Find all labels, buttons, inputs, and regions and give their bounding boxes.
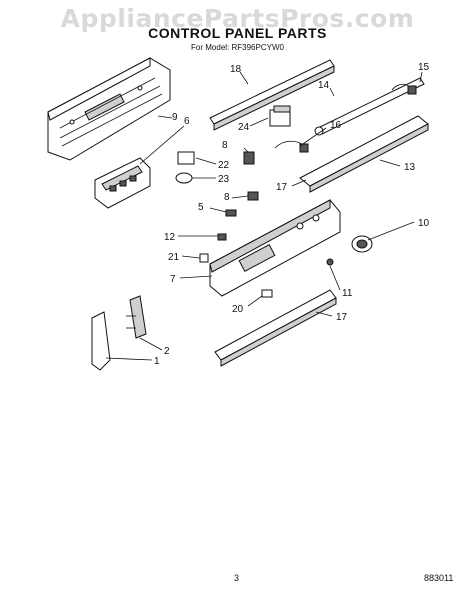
part-1-end-cap[interactable] (91, 311, 111, 371)
callout-17-upper: 15 (418, 62, 430, 73)
part-17-wire-harness-upper[interactable] (391, 83, 417, 95)
part-13-clip[interactable] (217, 233, 227, 241)
model-label: For Model: RF396PCYW0 (191, 43, 284, 52)
part-7-control-panel[interactable] (209, 199, 341, 297)
callout-2: 2 (164, 346, 170, 357)
page-title: CONTROL PANEL PARTS (148, 25, 327, 41)
part-12-screw[interactable] (326, 258, 334, 266)
part-10-knob[interactable] (351, 235, 373, 253)
callout-13: 12 (164, 232, 176, 243)
part-9-connector[interactable] (247, 191, 259, 201)
callout-5: 5 (198, 202, 204, 213)
part-21-socket[interactable] (177, 151, 195, 165)
callout-10: 10 (418, 218, 430, 229)
callout-20: 20 (232, 304, 244, 315)
part-8-switch[interactable] (243, 151, 255, 165)
callout-1: 1 (154, 356, 160, 367)
leader-lines (105, 71, 423, 361)
part-22-bulb[interactable] (175, 172, 193, 184)
callout-labels: 9 6 18 24 14 15 16 8 22 23 8 17 13 10 5 … (154, 62, 430, 367)
callout-15: 17 (336, 312, 348, 323)
callout-22: 23 (218, 174, 230, 185)
part-2-end-bracket[interactable] (126, 295, 147, 339)
callout-19: 18 (230, 64, 242, 75)
part-14-bracket[interactable] (299, 115, 429, 193)
part-6-control-module[interactable] (94, 157, 151, 209)
callout-14: 13 (404, 162, 416, 173)
callout-16: 14 (318, 80, 330, 91)
part-20-retainer[interactable] (261, 289, 273, 298)
callout-17-lower: 16 (330, 120, 342, 131)
part-15-bottom-trim[interactable] (214, 289, 337, 367)
document-number: 883011 (424, 573, 454, 583)
watermark: AppliancePartsPros.com (60, 4, 415, 33)
part-5-clip[interactable] (225, 209, 237, 217)
part-24-transformer[interactable] (269, 105, 291, 127)
part-11-back-panel[interactable] (47, 57, 171, 161)
part-23-clip[interactable] (199, 253, 209, 263)
callout-18: 17 (276, 182, 288, 193)
callout-12: 11 (342, 288, 353, 299)
part-17-wire-harness-lower[interactable] (274, 140, 309, 153)
part-19-top-trim[interactable] (209, 59, 335, 131)
page-number: 3 (234, 573, 240, 583)
callout-23: 21 (168, 252, 180, 263)
callout-24: 24 (238, 122, 250, 133)
callout-21: 22 (218, 160, 230, 171)
callout-7: 7 (170, 274, 176, 285)
callout-6: 6 (184, 116, 190, 127)
callout-9: 8 (224, 192, 230, 203)
callout-8: 8 (222, 140, 228, 151)
callout-11: 9 (172, 112, 178, 123)
